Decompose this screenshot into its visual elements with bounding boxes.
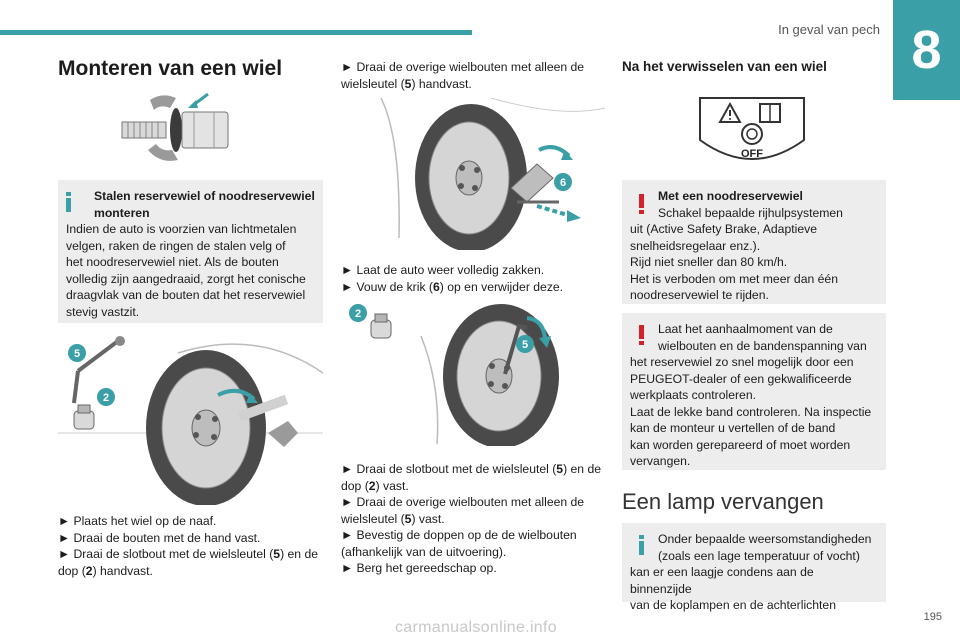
chapter-tab: 8	[893, 0, 960, 100]
warning-line: Het is verboden om met meer dan één	[630, 271, 838, 286]
step-line: ► Vouw de krik (6) op en verwijder deze.	[341, 279, 564, 294]
header-accent-bar	[0, 30, 472, 35]
step-line: dop (2) handvast.	[58, 563, 153, 578]
warning-line: wielbouten en de bandenspanning van	[658, 338, 867, 353]
callout-label: 5	[522, 339, 528, 351]
info-icon	[639, 535, 644, 555]
callout-badge	[68, 344, 86, 362]
watermark: carmanualsonline.info	[395, 619, 557, 636]
after-change-heading: Na het verwisselen van een wiel	[622, 59, 827, 74]
info-line: kan er een laagje condens aan de binnenz…	[630, 565, 814, 596]
warning-icon	[639, 325, 644, 345]
step-line: dop (2) vast.	[341, 478, 409, 493]
warning-line: Laat de lekke band controleren. Na inspe…	[630, 404, 872, 419]
warning-line: vervangen.	[630, 454, 691, 468]
callout-label: 2	[103, 392, 109, 404]
warning-line: werkplaats controleren.	[630, 388, 756, 402]
page-title: Monteren van een wiel	[58, 57, 283, 80]
info-line: volledig zijn aangedraaid, zorgt het con…	[66, 271, 306, 286]
warning-line: Schakel bepaalde rijhulpsystemen	[658, 205, 843, 220]
mounting-steps: ► Plaats het wiel op de naaf. ► Draai de…	[58, 513, 326, 579]
final-tighten-figure: 2 5	[349, 304, 559, 446]
step-line: wielsleutel (5) handvast.	[341, 76, 472, 91]
indicator-off-label: OFF	[741, 148, 763, 160]
warning-line: PEUGEOT-dealer of een gekwalificeerde	[630, 371, 852, 386]
step-line: ► Plaats het wiel op de naaf.	[58, 514, 217, 528]
warning-line: Laat het aanhaalmoment van de	[658, 322, 833, 336]
info-box-steel-wheel: Stalen reservewiel of noodreservewiel mo…	[58, 180, 323, 323]
warning-line: snelheidsregelaar enz.).	[630, 238, 761, 253]
warning-box-emergency-wheel: Met een noodreservewiel Schakel bepaalde…	[622, 180, 886, 304]
info-line: velgen, raken de ringen de stalen velg o…	[66, 238, 286, 253]
callout-label: 6	[560, 177, 566, 189]
step-line: ► Draai de overige wielbouten met alleen…	[341, 60, 585, 74]
callout-badge	[97, 388, 115, 406]
finish-steps: ► Draai de slotbout met de wielsleutel (…	[341, 461, 609, 577]
info-icon	[66, 192, 71, 212]
warning-line: kan de monteur u vertellen of de band	[630, 421, 836, 435]
info-heading-1: Stalen reservewiel of noodreservewiel	[94, 189, 315, 203]
callout-label: 5	[74, 348, 80, 360]
page-number: 195	[923, 611, 942, 623]
chapter-number: 8	[911, 20, 942, 80]
callout-badge	[349, 304, 367, 322]
warning-icon	[639, 194, 644, 214]
info-heading-2: monteren	[94, 205, 150, 220]
step-line: wielsleutel (5) vast.	[341, 511, 445, 526]
info-line: (zoals een lage temperatuur of vocht)	[658, 548, 860, 563]
info-line: draagvlak van de bouten dat het reservew…	[66, 288, 306, 302]
step-line: ► Draai de slotbout met de wielsleutel (…	[58, 547, 319, 561]
info-line: stevig vastzit.	[66, 304, 140, 319]
jack-steps: ► Laat de auto weer volledig zakken. ► V…	[341, 262, 605, 295]
step-line: (afhankelijk van de uitvoering).	[341, 544, 507, 559]
lamp-replace-heading: Een lamp vervangen	[622, 489, 824, 514]
section-title: In geval van pech	[778, 22, 880, 37]
callout-badge	[516, 335, 534, 353]
callout-label: 2	[355, 308, 361, 320]
warning-line: noodreservewiel te rijden.	[630, 288, 769, 302]
step-line: ► Draai de slotbout met de wielsleutel (…	[341, 462, 602, 476]
info-line: het noodreservewiel niet. Als de bouten	[66, 255, 279, 269]
warning-box-torque-check: Laat het aanhaalmoment van de wielbouten…	[622, 313, 886, 470]
wheel-bolt-figure	[121, 92, 229, 161]
step-line: ► Bevestig de doppen op de de wielbouten	[341, 528, 577, 542]
warning-heading: Met een noodreservewiel	[658, 189, 803, 203]
step-line: ► Berg het gereedschap op.	[341, 561, 497, 575]
callout-badge	[554, 173, 572, 191]
warning-line: kan worden gerepareerd of moet worden	[630, 437, 851, 452]
lower-jack-figure: 6	[380, 98, 605, 250]
warning-line: het reservewiel zo snel mogelijk door ee…	[630, 355, 854, 369]
info-line: Indien de auto is voorzien van lichtmeta…	[66, 222, 297, 236]
tighten-steps: ► Draai de overige wielbouten met alleen…	[341, 59, 605, 92]
dashboard-indicator-figure: OFF	[699, 97, 805, 160]
info-box-condensation: Onder bepaalde weersomstandigheden (zoal…	[622, 523, 886, 612]
emergency-wheel-icon	[741, 123, 763, 145]
step-line: ► Draai de overige wielbouten met alleen…	[341, 495, 585, 509]
info-line: Onder bepaalde weersomstandigheden	[658, 532, 872, 546]
step-line: ► Laat de auto weer volledig zakken.	[341, 263, 545, 277]
warning-line: Rijd niet sneller dan 80 km/h.	[630, 255, 788, 269]
warning-line: uit (Active Safety Brake, Adaptieve	[630, 222, 817, 236]
warning-triangle-icon	[718, 101, 742, 123]
step-line: ► Draai de bouten met de hand vast.	[58, 530, 261, 545]
info-line: van de koplampen en de achterlichten	[630, 598, 836, 612]
wheel-mounting-figure: 5 2	[58, 336, 323, 505]
